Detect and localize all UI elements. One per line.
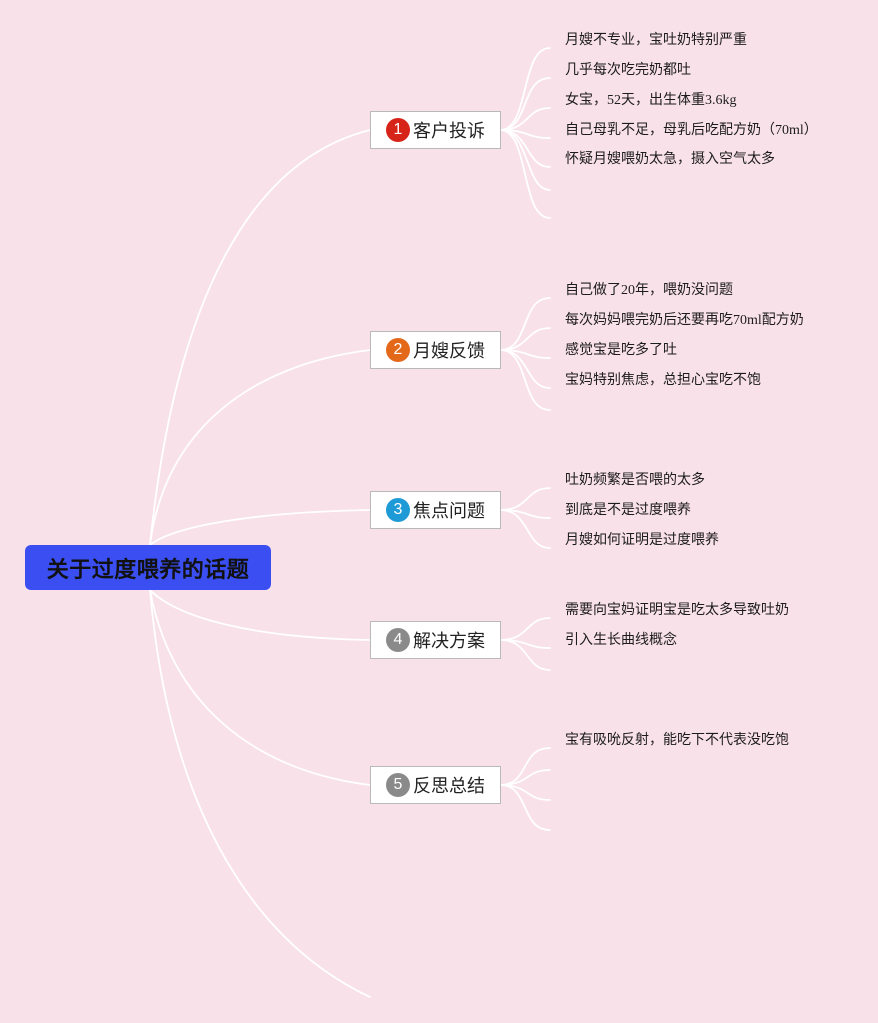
connector-root-branch-1 xyxy=(149,129,371,546)
leaf-topic[interactable]: 自己做了20年，喂奶没问题 xyxy=(565,283,733,298)
branch-nanny-feedback[interactable]: 2 月嫂反馈 xyxy=(370,331,501,369)
connector-root-branch-4 xyxy=(149,589,371,641)
leaf-topic[interactable]: 几乎每次吃完奶都吐 xyxy=(565,63,691,78)
branch-label: 反思总结 xyxy=(413,776,485,797)
connector-root-branch-3 xyxy=(149,509,371,546)
leaf-topic[interactable]: 到底是不是过度喂养 xyxy=(565,503,691,518)
leaf-topic[interactable]: 吐奶频繁是否喂的太多 xyxy=(565,473,705,488)
leaf-topic[interactable]: 怀疑月嫂喂奶太急，摄入空气太多 xyxy=(565,152,775,167)
leaf-topic[interactable]: 引入生长曲线概念 xyxy=(565,633,677,648)
branch-label: 解决方案 xyxy=(413,631,485,652)
root-topic[interactable]: 关于过度喂养的话题 xyxy=(25,545,271,590)
branch-customer-complaint[interactable]: 1 客户投诉 xyxy=(370,111,501,149)
leaf-topic[interactable]: 每次妈妈喂完奶后还要再吃70ml配方奶 xyxy=(565,313,804,328)
connector-root-branch-2 xyxy=(149,349,371,546)
branch-reflection[interactable]: 5 反思总结 xyxy=(370,766,501,804)
leaf-topic[interactable]: 感觉宝是吃多了吐 xyxy=(565,343,677,358)
leaf-topic[interactable]: 月嫂不专业，宝吐奶特别严重 xyxy=(565,33,747,48)
leaf-topic[interactable]: 需要向宝妈证明宝是吃太多导致吐奶 xyxy=(565,603,789,618)
leaf-topic[interactable]: 宝妈特别焦虑，总担心宝吃不饱 xyxy=(565,373,761,388)
connector-root-branch-5 xyxy=(149,589,371,786)
number-3-icon: 3 xyxy=(386,498,410,522)
leaf-topic[interactable]: 女宝，52天，出生体重3.6kg xyxy=(565,93,737,108)
number-2-icon: 2 xyxy=(386,338,410,362)
leaf-topic[interactable]: 月嫂如何证明是过度喂养 xyxy=(565,533,719,548)
leaf-topic[interactable]: 宝有吸吮反射，能吃下不代表没吃饱 xyxy=(565,733,789,748)
connector-root-bottom xyxy=(149,589,371,998)
branch-label: 焦点问题 xyxy=(413,501,485,522)
number-5-icon: 5 xyxy=(386,773,410,797)
leaf-topic[interactable]: 自己母乳不足，母乳后吃配方奶（70ml） xyxy=(565,123,818,138)
number-4-icon: 4 xyxy=(386,628,410,652)
branch-solution[interactable]: 4 解决方案 xyxy=(370,621,501,659)
branch-focus-issue[interactable]: 3 焦点问题 xyxy=(370,491,501,529)
branch-label: 月嫂反馈 xyxy=(413,341,485,362)
branch-label: 客户投诉 xyxy=(413,121,485,142)
number-1-icon: 1 xyxy=(386,118,410,142)
root-topic-label: 关于过度喂养的话题 xyxy=(46,557,250,583)
